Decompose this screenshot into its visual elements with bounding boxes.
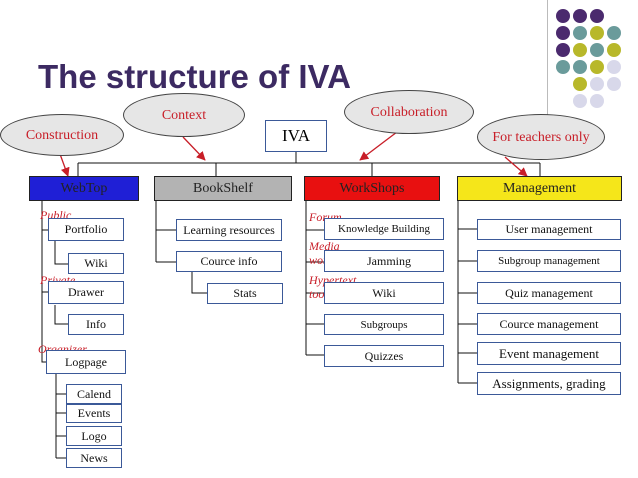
category-webtop: WebTop xyxy=(29,176,139,201)
node-user-management: User management xyxy=(477,219,621,240)
slide-title: The structure of IVA xyxy=(38,58,351,95)
dot xyxy=(590,26,604,40)
node-knowledge-building: Knowledge Building xyxy=(324,218,444,240)
node-assignments-grading: Assignments, grading xyxy=(477,372,621,395)
node-quizzes: Quizzes xyxy=(324,345,444,367)
dot xyxy=(573,43,587,57)
dot xyxy=(556,60,570,74)
node-webtop-wiki: Wiki xyxy=(68,253,124,274)
node-learning-resources: Learning resources xyxy=(176,219,282,241)
category-management: Management xyxy=(457,176,622,201)
dot xyxy=(607,26,621,40)
dot xyxy=(573,60,587,74)
dot xyxy=(556,43,570,57)
callout-construction: Construction xyxy=(0,114,124,156)
node-cource-management: Cource management xyxy=(477,313,621,335)
dot xyxy=(573,77,587,91)
callout-context: Context xyxy=(123,93,245,137)
dot xyxy=(573,94,587,108)
dot xyxy=(590,60,604,74)
dot xyxy=(590,43,604,57)
category-bookshelf: BookShelf xyxy=(154,176,292,201)
dot xyxy=(556,9,570,23)
node-event-management: Event management xyxy=(477,342,621,365)
dot xyxy=(573,26,587,40)
dot xyxy=(607,43,621,57)
node-subgroup-management: Subgroup management xyxy=(477,250,621,272)
root-node-iva: IVA xyxy=(265,120,327,152)
dot xyxy=(573,9,587,23)
node-subgroups: Subgroups xyxy=(324,314,444,335)
node-drawer: Drawer xyxy=(48,281,124,304)
dot xyxy=(607,60,621,74)
dot xyxy=(590,77,604,91)
node-quiz-management: Quiz management xyxy=(477,282,621,304)
node-stats: Stats xyxy=(207,283,283,304)
dot xyxy=(607,77,621,91)
node-calend: Calend xyxy=(66,384,122,404)
node-logo: Logo xyxy=(66,426,122,446)
category-workshops: WorkShops xyxy=(304,176,440,201)
dot xyxy=(590,94,604,108)
node-workshops-wiki: Wiki xyxy=(324,282,444,304)
node-cource-info: Cource info xyxy=(176,251,282,272)
dot xyxy=(590,9,604,23)
callout-collaboration: Collaboration xyxy=(344,90,474,134)
node-info: Info xyxy=(68,314,124,335)
node-news: News xyxy=(66,448,122,468)
callout-for-teachers-only: For teachers only xyxy=(477,114,605,160)
node-logpage: Logpage xyxy=(46,350,126,374)
slide-divider-line xyxy=(547,0,548,120)
node-jamming: Jamming xyxy=(324,250,444,272)
dot xyxy=(556,26,570,40)
node-portfolio: Portfolio xyxy=(48,218,124,241)
node-events: Events xyxy=(66,404,122,423)
